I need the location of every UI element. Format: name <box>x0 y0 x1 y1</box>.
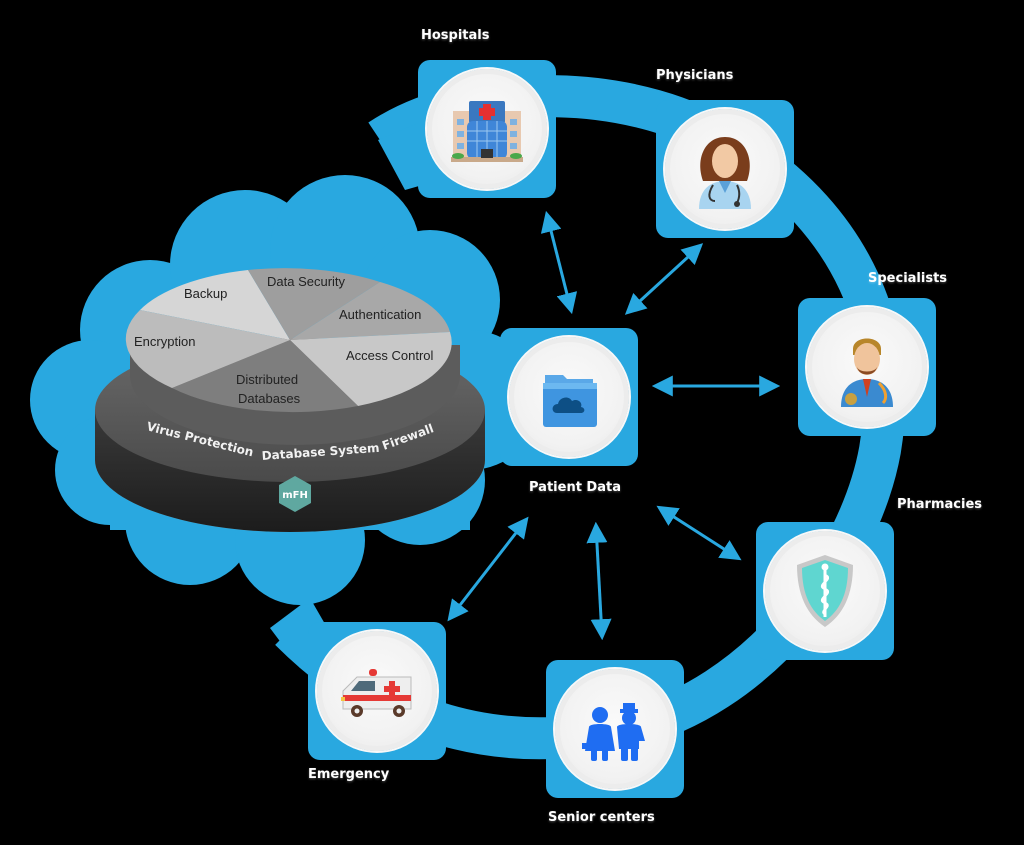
node-physicians[interactable] <box>656 100 794 238</box>
node-label-hospitals: Hospitals <box>421 28 490 43</box>
node-specialists[interactable] <box>798 298 936 436</box>
pie-label-databases: Databases <box>238 391 301 406</box>
node-disc <box>555 669 675 789</box>
cloud-folder-icon <box>543 375 597 427</box>
pie-label-access-control: Access Control <box>346 348 434 363</box>
node-pharmacies[interactable] <box>756 522 894 660</box>
elderly-couple-icon <box>582 703 645 761</box>
caduceus-shield-icon <box>797 555 853 627</box>
connection-arrows <box>447 210 781 641</box>
male-doctor-icon <box>841 338 893 407</box>
ambulance-icon <box>341 669 412 717</box>
pie-segment-distributed-databases <box>172 340 358 413</box>
pie-segment-authentication <box>290 282 450 340</box>
node-senior-centers[interactable] <box>546 660 684 798</box>
node-hospitals[interactable] <box>418 60 556 198</box>
security-platform: Backup Data Security Authentication Acce… <box>95 268 485 532</box>
node-disc <box>665 109 785 229</box>
node-label-specialists: Specialists <box>868 271 948 286</box>
node-label-physicians: Physicians <box>656 68 734 83</box>
arrow-to-pharmacies <box>656 505 742 561</box>
pie-segment-encryption <box>125 310 291 388</box>
hospital-building-icon <box>451 101 523 162</box>
node-patient-data[interactable] <box>500 328 638 466</box>
pie-segment-access-control <box>290 332 452 406</box>
pie-label-backup: Backup <box>184 286 227 301</box>
node-disc <box>807 307 927 427</box>
pie-label-encryption: Encryption <box>134 334 195 349</box>
node-disc <box>765 531 885 651</box>
node-label-senior-centers: Senior centers <box>548 810 655 825</box>
node-disc <box>509 337 629 457</box>
arrow-to-senior-centers <box>586 521 612 641</box>
node-disc <box>317 631 437 751</box>
node-emergency[interactable] <box>308 622 446 760</box>
mfh-badge-hexagon <box>279 476 311 512</box>
mfh-badge-text: mFH <box>282 490 308 501</box>
arrow-to-emergency <box>447 516 529 622</box>
pie-top <box>125 268 452 413</box>
pie-label-data-security: Data Security <box>267 274 346 289</box>
ring-band <box>275 75 906 760</box>
arrow-to-physicians <box>624 243 704 315</box>
node-label-pharmacies: Pharmacies <box>897 497 983 512</box>
pie-segment-data-security <box>248 268 380 340</box>
female-doctor-icon <box>699 137 751 209</box>
pie-label-authentication: Authentication <box>339 307 421 322</box>
arrow-to-hospitals <box>540 210 578 315</box>
node-disc <box>427 69 547 189</box>
pie-label-distributed: Distributed <box>236 372 298 387</box>
node-label-emergency: Emergency <box>308 767 390 782</box>
pie-segment-backup <box>140 270 290 340</box>
node-label-patient-data: Patient Data <box>529 480 621 495</box>
